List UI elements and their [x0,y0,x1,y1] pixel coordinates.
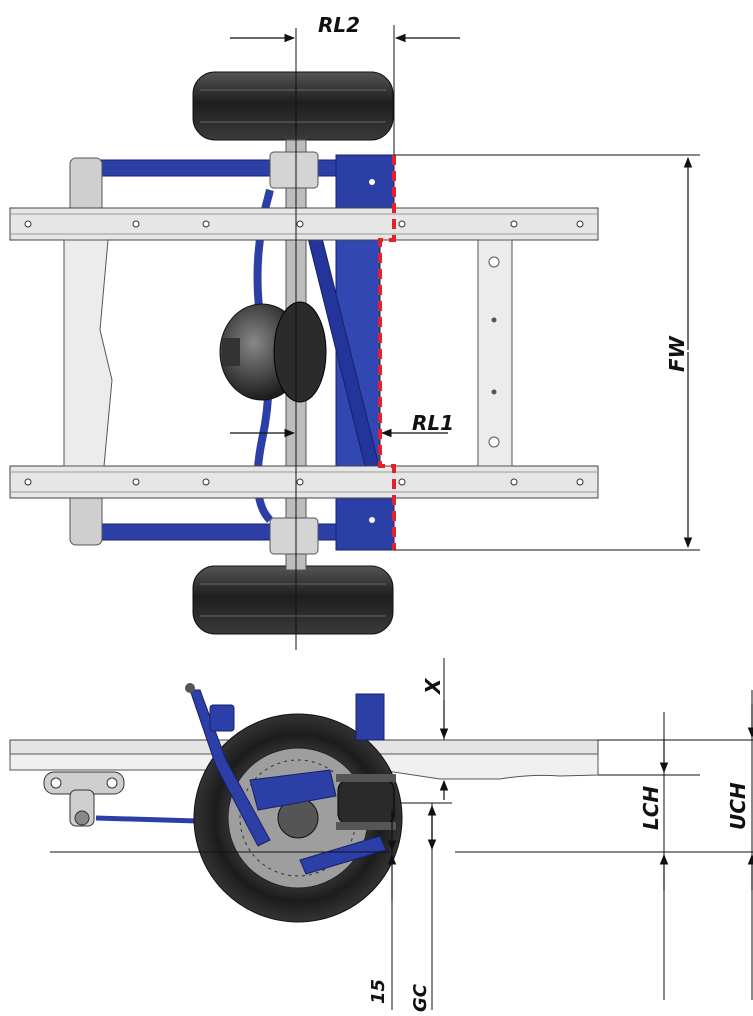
differential [219,301,327,403]
fw-dimension [394,154,700,551]
rl2-label: RL2 [318,13,360,37]
red-outline [378,155,396,550]
leaf-springs [69,151,341,555]
uch-label: UCH [726,782,750,830]
lch-label: LCH [639,786,663,830]
rl1-label: RL1 [412,411,454,435]
cross-members [63,239,513,467]
side-suspension [189,689,387,875]
fw-label: FW [665,335,689,372]
air-spring [336,774,396,830]
fifteen-label: 15 [368,979,389,1004]
spring-hanger [43,771,125,827]
frame-rails [9,207,599,499]
side-view: X LCH UCH 15 [9,658,753,1012]
top-view: RL2 RL1 FW [9,13,700,650]
lower-tire [192,565,394,635]
gc-label: GC [410,983,431,1012]
x-label: X [421,677,445,696]
upper-tire [192,71,394,141]
rl2-dimension [230,25,460,155]
top-mount [185,683,195,693]
